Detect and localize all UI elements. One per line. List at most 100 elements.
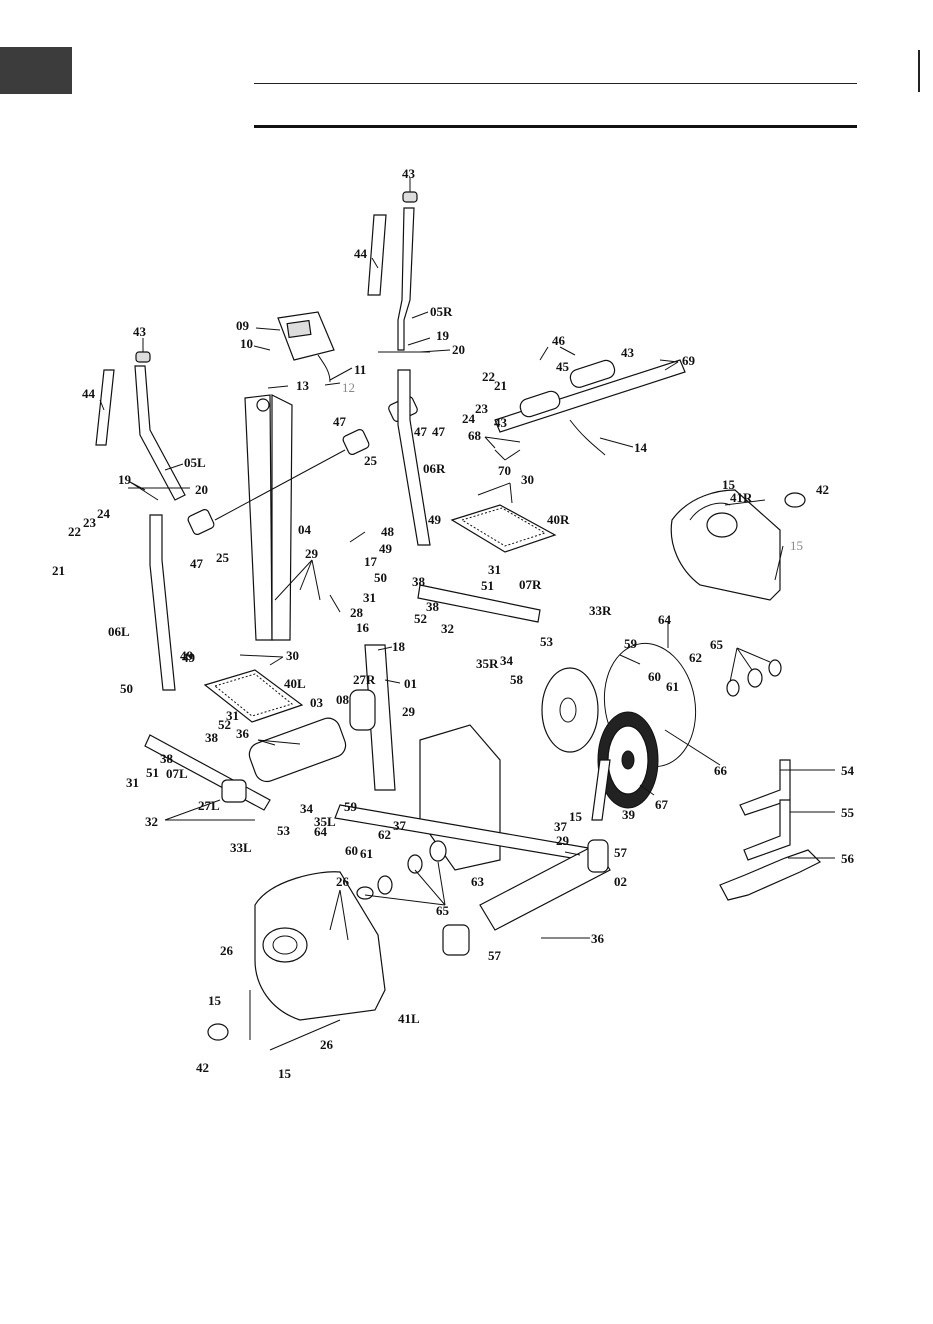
tool-55-allen-key: [743, 799, 791, 861]
part-label: 26: [336, 874, 350, 889]
crank-39: [591, 759, 611, 821]
part-label: 23: [83, 515, 97, 530]
part-label: 47: [333, 414, 347, 429]
part-label: 52: [414, 611, 427, 626]
part-label: 04: [298, 522, 312, 537]
part-label: 35R: [476, 656, 499, 671]
part-label: 22: [482, 369, 495, 384]
belt-66: [603, 642, 697, 768]
pulley-58: [541, 667, 599, 753]
part-label: 45: [556, 359, 570, 374]
part-label: 18: [392, 639, 406, 654]
part-label: 08: [336, 692, 350, 707]
part-label: 57: [488, 948, 502, 963]
part-label: 51: [481, 578, 494, 593]
cover-right: [670, 489, 781, 601]
header-rule-top: [254, 83, 857, 84]
part-label: 61: [360, 846, 373, 861]
part-label: 29: [556, 833, 570, 848]
part-label: 31: [363, 590, 376, 605]
part-label: 21: [52, 563, 65, 578]
part-label: 31: [126, 775, 139, 790]
part-label: 20: [452, 342, 465, 357]
pedal-rail-right: [417, 584, 541, 623]
part-label: 37: [393, 818, 407, 833]
part-label: 68: [468, 428, 482, 443]
washer-42-left: [207, 1023, 229, 1041]
part-label: 41R: [730, 490, 753, 505]
part-label: 64: [658, 612, 672, 627]
part-label: 22: [68, 524, 81, 539]
part-label: 15: [790, 538, 803, 553]
part-label: 67: [655, 797, 669, 812]
part-label: 28: [350, 605, 364, 620]
part-label: 65: [710, 637, 724, 652]
part-label: 34: [300, 801, 314, 816]
chapter-tab: [0, 47, 72, 94]
washer-set-65-lower: [356, 840, 447, 900]
part-label: 37: [554, 819, 568, 834]
part-label: 50: [374, 570, 387, 585]
part-label: 35L: [314, 814, 336, 829]
tool-54-allen-key: [739, 759, 791, 816]
part-label: 31: [488, 562, 501, 577]
part-label: 27R: [353, 672, 376, 687]
part-label: 43: [494, 415, 508, 430]
part-label: 09: [236, 318, 250, 333]
part-label: 10: [240, 336, 253, 351]
part-label: 31: [226, 708, 239, 723]
part-label: 34: [500, 653, 514, 668]
part-label: 32: [441, 621, 454, 636]
part-label: 49: [182, 650, 196, 665]
swing-axle: [187, 396, 418, 535]
part-label: 40R: [547, 512, 570, 527]
part-label: 16: [356, 620, 370, 635]
pedal-rail-left: [144, 734, 271, 811]
part-label: 62: [689, 650, 702, 665]
part-label: 55: [841, 805, 855, 820]
part-label: 60: [345, 843, 358, 858]
page-corner-mark: [918, 50, 920, 92]
part-label: 48: [381, 524, 395, 539]
part-label: 69: [682, 353, 696, 368]
part-label: 26: [220, 943, 234, 958]
part-label: 05L: [184, 455, 206, 470]
part-label: 70: [498, 463, 511, 478]
part-label: 36: [236, 726, 250, 741]
part-label: 11: [354, 362, 366, 377]
part-label: 12: [342, 380, 355, 395]
part-label: 07L: [166, 766, 188, 781]
part-label: 20: [195, 482, 208, 497]
part-label: 30: [286, 648, 299, 663]
part-label: 59: [344, 799, 358, 814]
part-label: 49: [180, 648, 194, 663]
part-label: 61: [666, 679, 679, 694]
part-label: 26: [320, 1037, 334, 1052]
part-label: 25: [364, 453, 378, 468]
part-label: 05R: [430, 304, 453, 319]
part-label: 27L: [198, 798, 220, 813]
part-label: 01: [404, 676, 417, 691]
part-label: 49: [428, 512, 442, 527]
flywheel-67: [597, 711, 659, 809]
console: [277, 311, 335, 383]
part-label: 38: [205, 730, 219, 745]
lower-arm-right: [397, 369, 431, 546]
part-label: 52: [218, 717, 231, 732]
part-label: 07R: [519, 577, 542, 592]
lower-arm-left: [149, 514, 176, 691]
part-label: 47: [432, 424, 446, 439]
part-label: 29: [402, 704, 416, 719]
part-label: 46: [552, 333, 566, 348]
header-rule-bottom: [254, 125, 857, 128]
part-label: 14: [634, 440, 648, 455]
washer-42-right: [784, 492, 806, 508]
part-label: 29: [305, 546, 319, 561]
part-label: 60: [648, 669, 661, 684]
part-label: 19: [436, 328, 450, 343]
part-label: 02: [614, 874, 627, 889]
part-label: 44: [354, 246, 368, 261]
washer-set-65-upper: [726, 659, 782, 697]
part-label: 33L: [230, 840, 252, 855]
